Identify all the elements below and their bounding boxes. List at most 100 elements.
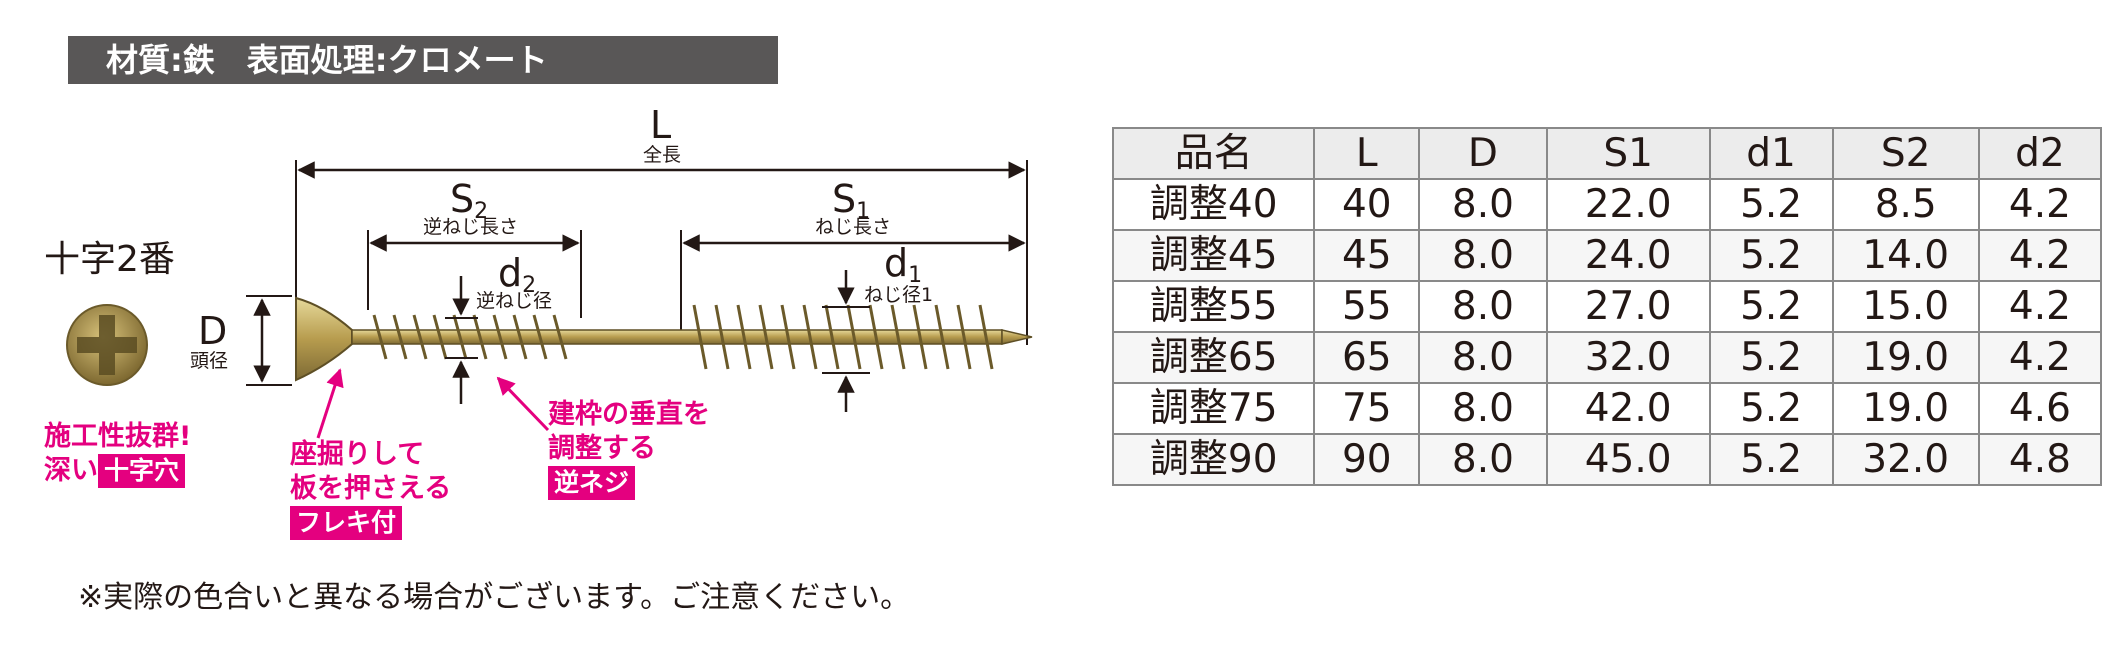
table-cell: 8.5 xyxy=(1831,178,1980,231)
table-cell: 5.2 xyxy=(1708,433,1834,486)
color-disclaimer-note: ※実際の色合いと異なる場合がございます。ご注意ください。 xyxy=(78,580,911,615)
table-cell: 15.0 xyxy=(1831,280,1980,333)
dim-label-d1: d1 xyxy=(884,244,922,287)
dim-label-S2-sub: 逆ねじ長さ xyxy=(423,216,519,238)
material-header: 材質:鉄 表面処理:クロメート xyxy=(68,36,778,84)
dim-label-S1-index: 1 xyxy=(856,199,871,224)
table-cell: 4.2 xyxy=(1977,280,2102,333)
dim-label-S2-letter: S xyxy=(450,177,475,221)
table-cell: 32.0 xyxy=(1545,331,1711,384)
table-cell: 調整55 xyxy=(1111,280,1316,333)
table-cell: 19.0 xyxy=(1831,331,1980,384)
table-cell: 90 xyxy=(1313,433,1421,486)
table-cell: 4.8 xyxy=(1977,433,2102,486)
dim-label-S1-letter: S xyxy=(832,177,857,221)
table-cell: 5.2 xyxy=(1708,331,1834,384)
table-cell: 4.2 xyxy=(1977,229,2102,282)
table-cell: 5.2 xyxy=(1708,178,1834,231)
table-cell: 4.2 xyxy=(1977,178,2102,231)
table-cell: 調整40 xyxy=(1111,178,1316,231)
dim-label-d2: d2 xyxy=(498,254,536,297)
dim-label-L-sub: 全長 xyxy=(643,144,682,166)
dim-label-D: D xyxy=(198,309,228,353)
table-cell: 8.0 xyxy=(1418,382,1548,435)
table-cell: 27.0 xyxy=(1545,280,1711,333)
table-cell: 22.0 xyxy=(1545,178,1711,231)
table-cell: 調整75 xyxy=(1111,382,1316,435)
table-header-cell: 品名 xyxy=(1111,127,1316,180)
dim-line-d2 xyxy=(445,276,478,404)
feature-reverse-thread: 建枠の垂直を 調整する 逆ネジ xyxy=(548,398,710,500)
dim-label-d2-index: 2 xyxy=(522,273,537,298)
table-cell: 8.0 xyxy=(1418,178,1548,231)
table-cell: 32.0 xyxy=(1831,433,1980,486)
table-cell: 4.2 xyxy=(1977,331,2102,384)
table-cell: 4.6 xyxy=(1977,382,2102,435)
dim-label-L: L xyxy=(650,103,672,147)
feature-flange-line1: 座掘りして xyxy=(290,439,425,470)
dim-label-d1-letter: d xyxy=(884,241,909,285)
screw-side-view xyxy=(295,296,1033,382)
table-cell: 8.0 xyxy=(1418,331,1548,384)
feature-head-line2: 深い十字穴 xyxy=(44,453,191,488)
table-cell: 8.0 xyxy=(1418,433,1548,486)
dim-label-d2-sub: 逆ねじ径 xyxy=(476,290,553,312)
table-header-cell: d2 xyxy=(1977,127,2102,180)
table-cell: 65 xyxy=(1313,331,1421,384)
dim-line-d1 xyxy=(822,270,870,412)
table-cell: 40 xyxy=(1313,178,1421,231)
table-cell: 75 xyxy=(1313,382,1421,435)
dim-line-D xyxy=(246,295,292,386)
feature-reverse-line1: 建枠の垂直を xyxy=(548,399,710,430)
table-cell: 19.0 xyxy=(1831,382,1980,435)
table-cell: 5.2 xyxy=(1708,229,1834,282)
feature-flange-tag: フレキ付 xyxy=(290,505,403,540)
reverse-thread-pointer-arrow xyxy=(496,376,550,432)
feature-head-prefix: 深い xyxy=(44,454,98,486)
table-cell: 5.2 xyxy=(1708,280,1834,333)
screw-drawing xyxy=(66,160,1033,439)
table-header-cell: D xyxy=(1418,127,1548,180)
table-header-cell: d1 xyxy=(1708,127,1834,180)
table-cell: 42.0 xyxy=(1545,382,1711,435)
dim-label-S2-index: 2 xyxy=(474,199,489,224)
table-header-cell: L xyxy=(1313,127,1421,180)
table-cell: 55 xyxy=(1313,280,1421,333)
table-cell: 24.0 xyxy=(1545,229,1711,282)
dim-label-S1-sub: ねじ長さ xyxy=(815,216,892,238)
dim-label-d1-index: 1 xyxy=(908,263,923,288)
dim-label-S2: S2 xyxy=(450,180,488,223)
table-cell: 調整90 xyxy=(1111,433,1316,486)
dim-label-S1: S1 xyxy=(832,180,870,223)
feature-head-line1: 施工性抜群! xyxy=(44,421,192,452)
table-header-cell: S1 xyxy=(1545,127,1711,180)
dim-label-d1-sub: ねじ径1 xyxy=(864,284,934,306)
feature-reverse-line2: 調整する xyxy=(548,432,656,464)
table-cell: 調整45 xyxy=(1111,229,1316,282)
feature-flange: 座掘りして 板を押さえる フレキ付 xyxy=(290,438,451,540)
screw-head-front-view xyxy=(66,304,148,386)
feature-flange-line2: 板を押さえる xyxy=(290,472,452,504)
table-cell: 5.2 xyxy=(1708,382,1834,435)
table-cell: 45.0 xyxy=(1545,433,1711,486)
drive-type-label: 十字2番 xyxy=(44,239,175,280)
table-cell: 14.0 xyxy=(1831,229,1980,282)
dim-label-d2-letter: d xyxy=(498,251,523,295)
dim-label-D-sub: 頭径 xyxy=(190,350,229,372)
screw-threads xyxy=(372,304,994,370)
table-cell: 調整65 xyxy=(1111,331,1316,384)
table-cell: 8.0 xyxy=(1418,280,1548,333)
feature-head: 施工性抜群! 深い十字穴 xyxy=(44,420,191,488)
table-cell: 45 xyxy=(1313,229,1421,282)
flange-pointer-arrow xyxy=(316,368,344,439)
table-header-cell: S2 xyxy=(1831,127,1980,180)
table-header-row: 品名 L D S1 d1 S2 d2 xyxy=(1111,127,2102,180)
table-cell: 8.0 xyxy=(1418,229,1548,282)
